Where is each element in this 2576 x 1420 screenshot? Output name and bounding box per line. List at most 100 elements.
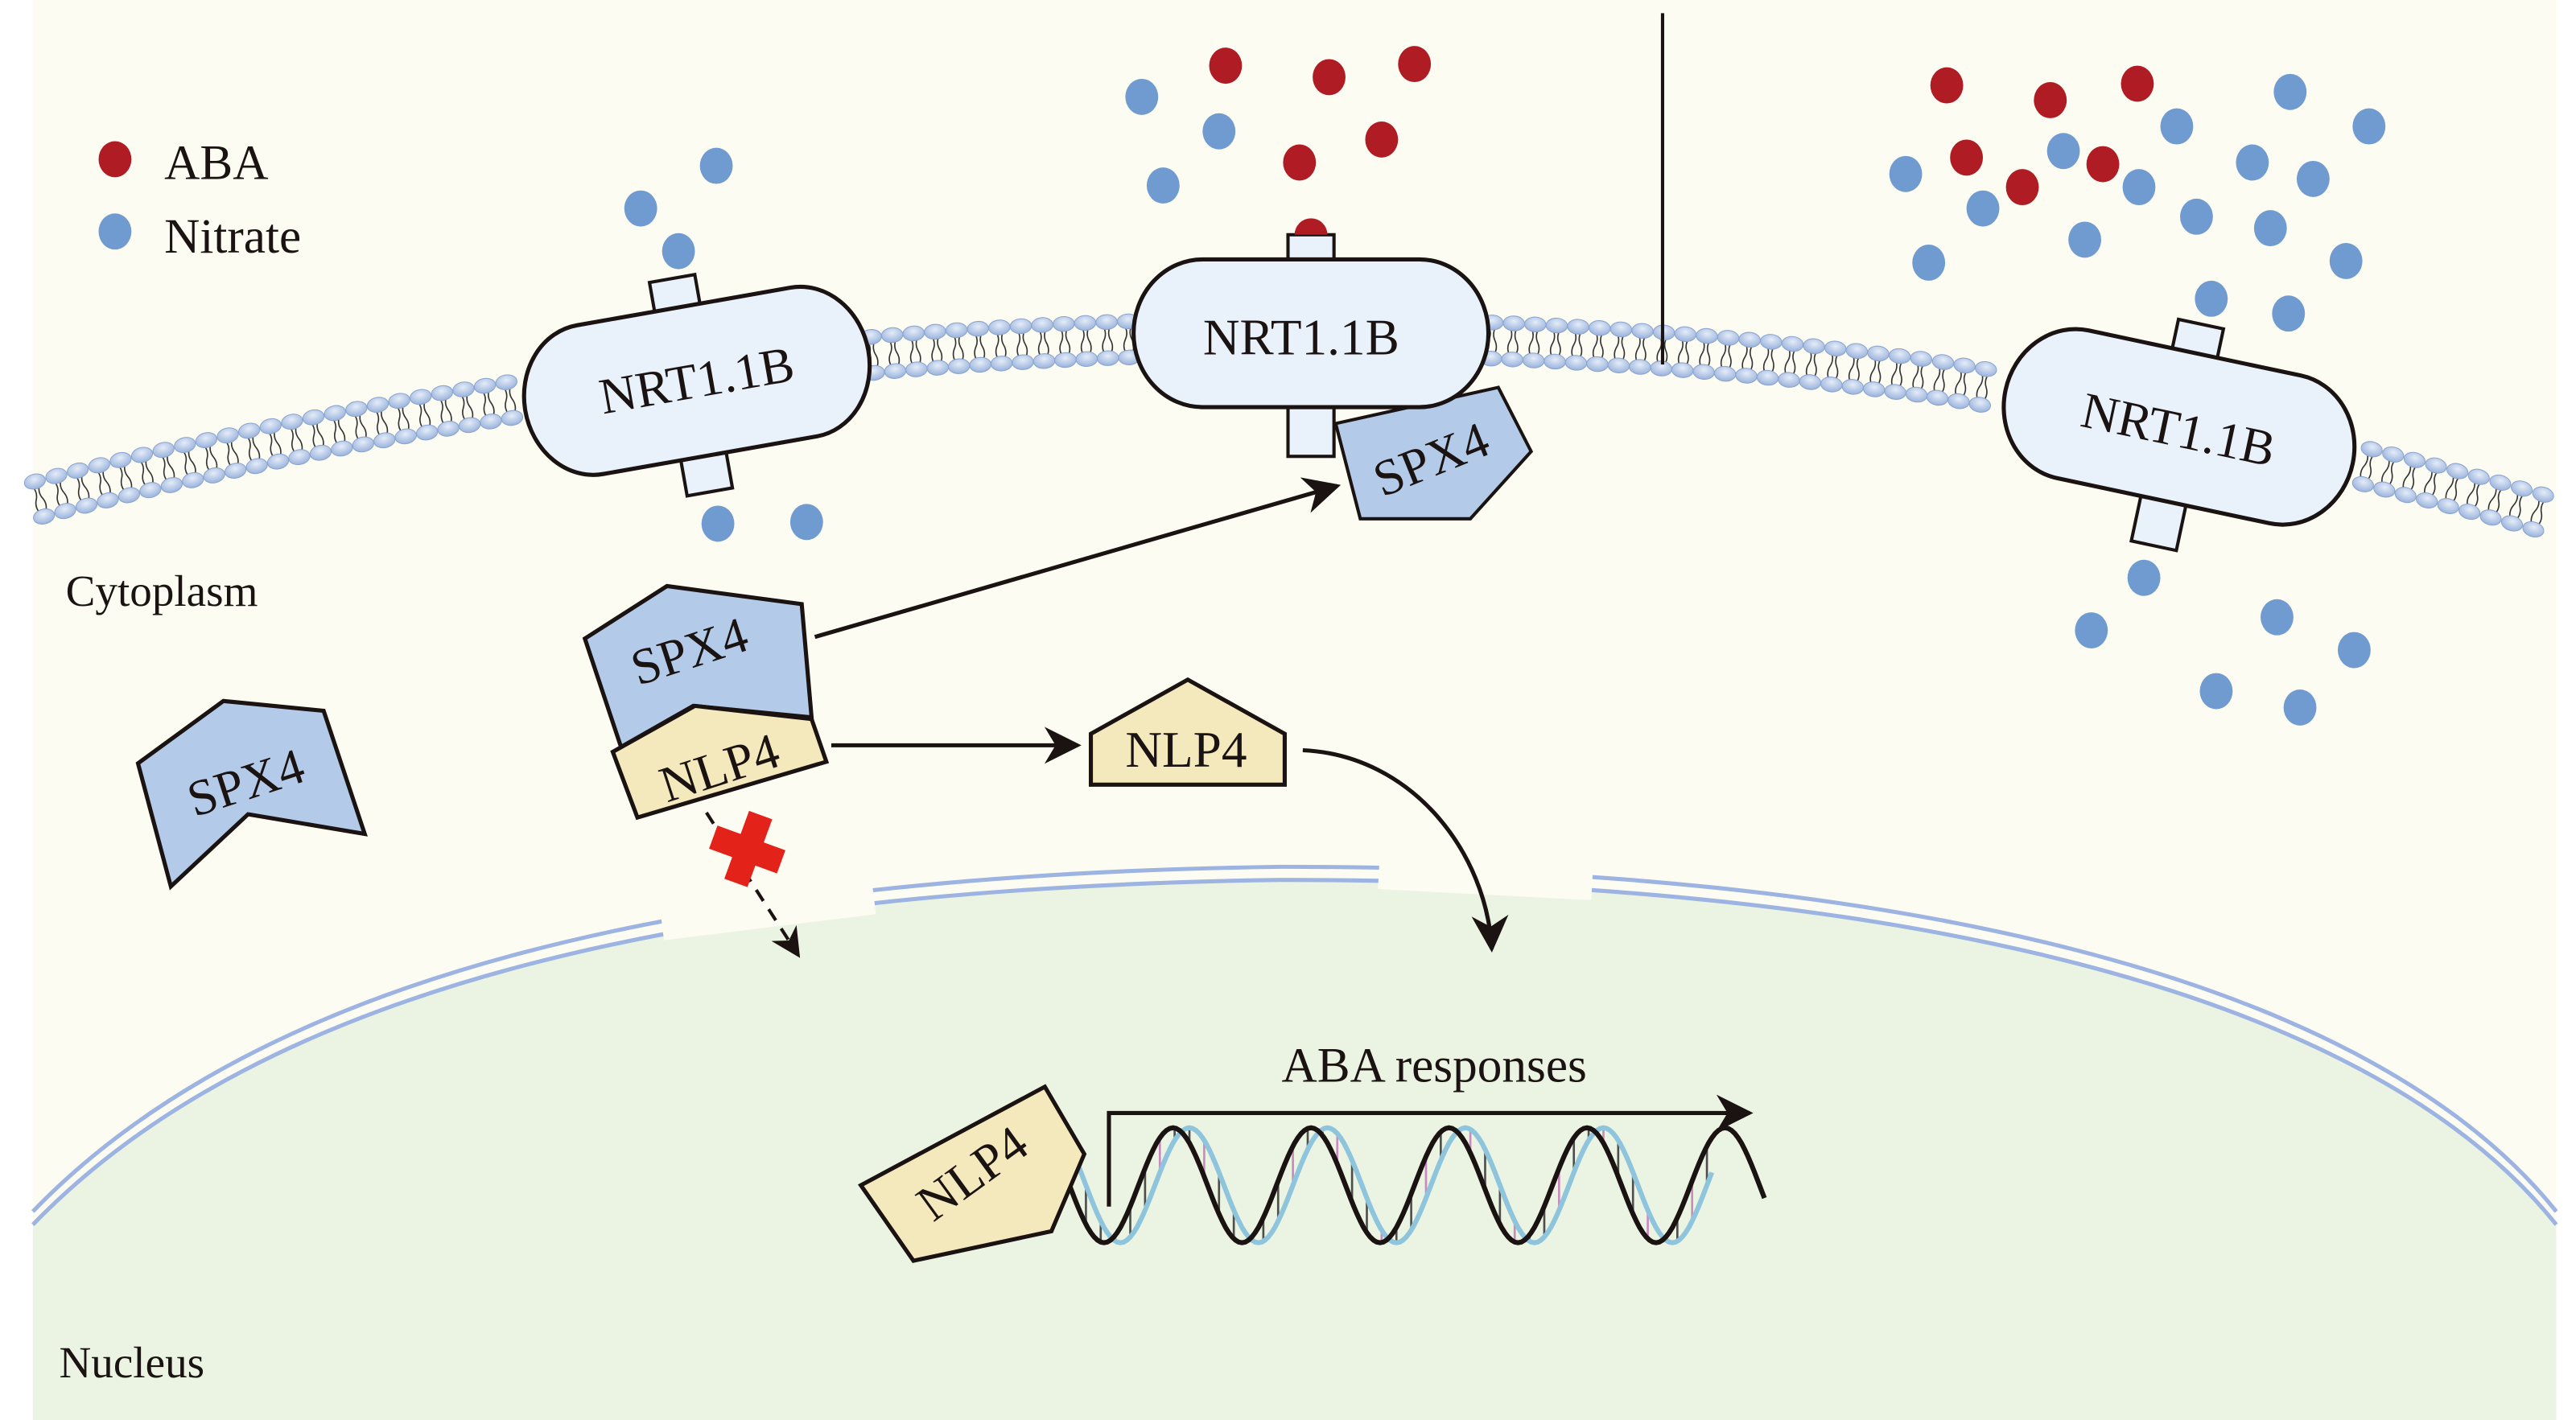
lipid (1095, 314, 1119, 366)
lipid (1926, 354, 1955, 406)
nrt1-1b-transporter-right: NRT1.1B (2001, 317, 2357, 553)
nitrate-molecule (789, 504, 823, 541)
aba-bound-to-transporter (1294, 218, 1328, 235)
aba-molecule (2034, 82, 2067, 118)
lipid (2351, 441, 2383, 492)
lipid (1735, 331, 1761, 384)
aba-molecule (2005, 169, 2039, 206)
nucleus-label: Nucleus (59, 1338, 204, 1387)
lipid (1756, 334, 1783, 386)
lipid (238, 422, 268, 475)
lipid (259, 418, 290, 470)
arrow-spx4-to-membrane (814, 477, 1342, 640)
nitrate-molecule (701, 505, 735, 542)
lipid (1009, 318, 1034, 370)
lipid (88, 457, 119, 508)
aba-molecule (1209, 47, 1243, 84)
nitrate-molecule (2283, 689, 2317, 726)
lipid (988, 319, 1013, 372)
lipid (195, 432, 225, 484)
nitrate-molecule (2199, 673, 2233, 710)
lipid (1968, 360, 1997, 413)
lipid (67, 462, 98, 514)
lipid (1544, 317, 1568, 370)
lipid (281, 414, 311, 466)
nitrate-molecule (2046, 133, 2080, 170)
nitrate-molecule (1146, 167, 1180, 204)
nitrate-molecule (624, 190, 657, 227)
lipid (152, 442, 183, 493)
nitrate-molecule (1912, 245, 1946, 281)
lipid (2437, 463, 2469, 515)
spx4-membrane-bound: SPX4 (1333, 385, 1534, 521)
nitrate-molecule (2272, 295, 2306, 332)
dna-strand-black (1062, 1125, 1767, 1245)
nitrate-molecule (1202, 113, 1236, 150)
lipid (410, 389, 439, 441)
spx4-free: SPX4 (135, 698, 368, 891)
nitrate-molecule (1889, 155, 1923, 192)
lipid (1778, 335, 1804, 388)
legend-aba-label: ABA (164, 135, 268, 190)
nucleus-area (32, 878, 2557, 1420)
plasma-membrane (23, 313, 2554, 538)
aba-molecule (1930, 67, 1964, 104)
lipid (216, 427, 247, 479)
lipid (1671, 326, 1697, 378)
spx4-nlp4-complex: SPX4 NLP4 (582, 583, 830, 821)
nitrate-molecule (2352, 108, 2386, 145)
lipid (1947, 357, 1976, 410)
nuclear-pore (1378, 807, 1596, 900)
svg-text:NLP4: NLP4 (1125, 722, 1247, 778)
nuclear-envelope-outer (31, 864, 2558, 1213)
lipid (2522, 486, 2554, 538)
nitrate-molecule (2273, 73, 2307, 110)
lipid (1031, 317, 1056, 369)
nitrate-molecule (2236, 144, 2269, 181)
aba-molecule (1283, 144, 1317, 181)
nitrate-molecule (2122, 169, 2156, 206)
aba-molecule (1313, 59, 1346, 96)
nitrate-molecule (1125, 78, 1159, 115)
lipid (1884, 348, 1911, 400)
transcription-arrow (1107, 1094, 1754, 1207)
lipid (1820, 340, 1847, 393)
cytoplasm-label: Cytoplasm (66, 566, 258, 615)
legend-aba-swatch (98, 141, 132, 178)
lipid (967, 320, 991, 373)
nitrate-molecule (1966, 190, 2000, 227)
lipid (1841, 343, 1869, 395)
lipid (23, 473, 56, 525)
lipid (1053, 315, 1077, 368)
nuclear-envelope-inner (31, 878, 2558, 1226)
aba-molecule (2121, 65, 2154, 102)
nitrate-molecule (2261, 599, 2294, 636)
lipid (1905, 351, 1933, 403)
lipid (366, 397, 396, 449)
lipid (2394, 451, 2426, 504)
nucleus (31, 807, 2558, 1420)
aba-molecule (1365, 121, 1399, 158)
nuclear-pore (652, 816, 876, 940)
lipid (2500, 480, 2533, 532)
arrow-nlp4-to-nucleus (1302, 747, 1509, 953)
lipid (388, 393, 417, 445)
nitrate-molecule (699, 147, 733, 184)
nitrate-molecule (2160, 108, 2194, 145)
nitrate-molecule (2253, 210, 2287, 247)
block-mark-icon (709, 810, 785, 887)
lipid (924, 323, 950, 376)
nitrate-molecule (2195, 280, 2228, 317)
dna-double-helix (1062, 1125, 1767, 1245)
lipid (1586, 320, 1611, 372)
lipid (302, 409, 332, 461)
lipid (495, 374, 524, 426)
lipid (2373, 446, 2405, 498)
legend: ABA Nitrate (98, 135, 301, 264)
lipid (1862, 345, 1890, 397)
aba-molecule (2086, 146, 2120, 183)
lipid (130, 447, 162, 499)
lipid (2479, 474, 2512, 526)
molecules (624, 46, 2386, 726)
